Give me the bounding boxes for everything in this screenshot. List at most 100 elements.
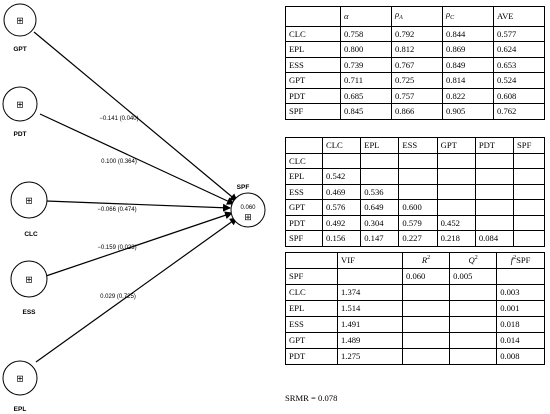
table-cell: 0.147 [360,230,400,247]
header-empty [285,137,323,154]
table-cell: 0.084 [474,230,515,247]
table-cell [436,152,476,169]
table-cell: 0.812 [391,41,443,58]
table-cell: 0.711 [340,72,392,89]
table-cell: 1.514 [337,300,403,317]
node-label-spf: SPF [237,184,250,191]
table-cell: 0.814 [442,72,494,89]
table-cell [360,152,400,169]
header-empty [285,6,341,27]
table-cell: 0.600 [398,199,438,216]
table-cell [360,168,400,185]
node-label-pdt: PDT [14,131,27,138]
node-icon: ⊞ [16,16,24,26]
table-cell [474,152,515,169]
table-cell: 0.452 [436,214,476,231]
table-cell [436,168,476,185]
table-cell: 0.001 [496,300,545,317]
table-cell: 1.489 [337,332,403,349]
table-cell: 0.866 [391,103,443,120]
table-cell: 0.653 [493,56,545,73]
row-label: SPF [285,230,323,247]
table-cell: 0.536 [360,183,400,200]
row-label: CLC [285,152,323,169]
table-cell: 0.685 [340,87,392,104]
table-cell [398,152,438,169]
path-label-epl: 0.029 (0.725) [100,294,136,300]
node-clc: ⊞ CLC [10,181,48,238]
path-gpt-spf [33,31,238,202]
table-cell: 0.227 [398,230,438,247]
table-cell: 0.762 [493,103,545,120]
row-label: GPT [285,199,323,216]
table-cell: 0.014 [496,332,545,349]
table-cell: 0.218 [436,230,476,247]
header-vif: VIF [337,252,403,269]
row-label: GPT [285,72,341,89]
header-rho-c: ρC [442,6,494,27]
table-cell [449,348,498,365]
node-icon: ⊞ [25,275,33,285]
node-pdt: ⊞ PDT [2,86,38,138]
table-cell: 0.767 [391,56,443,73]
table-cell: 0.822 [442,87,494,104]
node-gpt: ⊞ GPT [3,3,37,53]
table-cell [401,332,451,349]
table-cell [474,168,515,185]
table-cell: 1.374 [337,284,403,301]
table-cell: 0.624 [493,41,545,58]
node-icon: ⊞ [244,212,252,222]
table-cell: 0.005 [449,268,498,285]
row-label: PDT [285,348,338,365]
table-cell: 0.800 [340,41,392,58]
header-f-squared: f2SPF [496,252,545,269]
table-cell: 0.757 [391,87,443,104]
node-label-ess: ESS [22,309,36,316]
table-cell: 0.758 [340,25,392,42]
table-cell: 0.725 [391,72,443,89]
row-label: CLC [285,25,341,42]
node-label-gpt: GPT [13,46,26,53]
node-icon: ⊞ [16,374,24,384]
row-label: GPT [285,332,338,349]
path-pdt-spf [39,113,235,205]
table-cell: 0.492 [321,214,362,231]
table-cell [398,183,438,200]
row-label: ESS [285,316,338,333]
table-cell: 0.579 [398,214,438,231]
row-label: EPL [285,41,341,58]
table-cell: 0.003 [496,284,545,301]
table-cell: 0.608 [493,87,545,104]
table-cell [513,199,545,216]
table-header-row: VIF R2 Q2 f2SPF [285,252,545,269]
header-cell: CLC [321,137,362,154]
header-cell: SPF [513,137,545,154]
table-cell: 0.649 [360,199,400,216]
node-spf: SPF 0.060 ⊞ [230,184,266,228]
header-alpha: α [340,6,392,27]
table-cell: 0.008 [496,348,545,365]
table-cell: 0.060 [401,268,451,285]
table-cell: 0.869 [442,41,494,58]
table-cell: 0.792 [391,25,443,42]
node-epl: ⊞ EPL [2,360,38,413]
table-cell [401,300,451,317]
table-cell [449,284,498,301]
table-cell [449,316,498,333]
node-ess: ⊞ ESS [10,260,48,316]
table-cell [401,316,451,333]
table-header-row: CLC EPL ESS GPT PDT SPF [285,137,545,154]
row-label: PDT [285,87,341,104]
